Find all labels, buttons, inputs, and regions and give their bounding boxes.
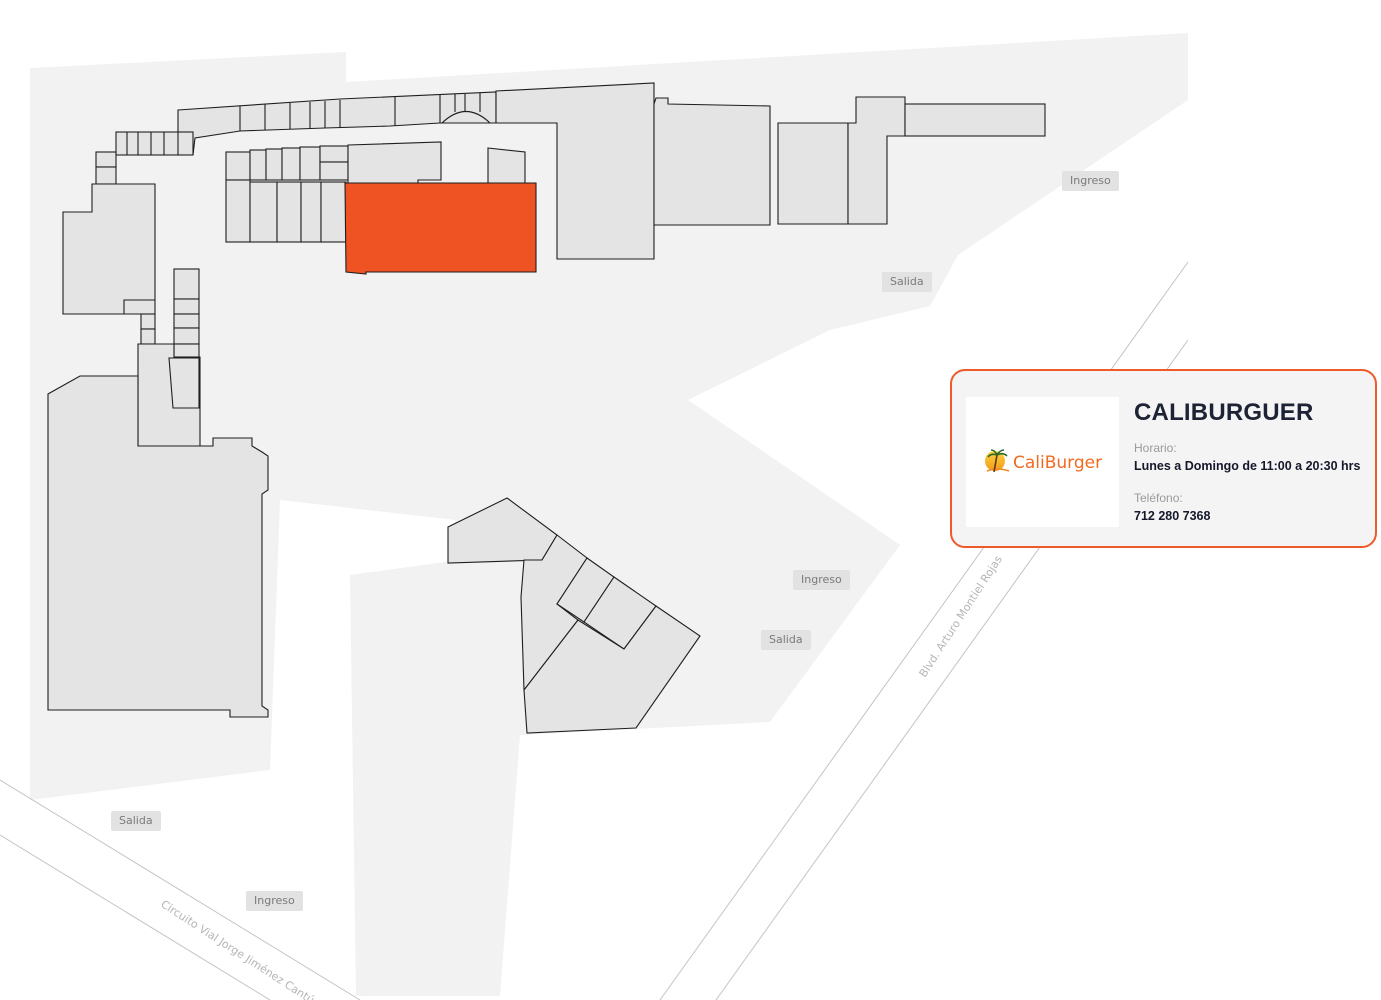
building-anchor-center[interactable]: [495, 82, 655, 260]
hours-value: Lunes a Domingo de 11:00 a 20:30 hrs: [1134, 459, 1361, 473]
building-anchor-right2[interactable]: [777, 122, 849, 225]
store-logo-text: CaliBurger: [1013, 453, 1102, 473]
building-kiosk[interactable]: [95, 151, 117, 168]
hours-label: Horario:: [1134, 441, 1177, 455]
phone-value[interactable]: 712 280 7368: [1134, 509, 1211, 523]
tag-salida-1: Salida: [882, 272, 932, 292]
selected-store-caliburguer[interactable]: [344, 182, 537, 275]
tag-ingreso-3: Ingreso: [246, 891, 303, 911]
building-left-block[interactable]: [62, 183, 156, 315]
palm-sunset-icon: CaliBurger: [984, 449, 1102, 473]
road-label-blvd: Blvd. Arturo Montiel Rojas: [917, 553, 1006, 680]
tag-ingreso-1: Ingreso: [1062, 171, 1119, 191]
tag-salida-3: Salida: [111, 811, 161, 831]
building-far-right[interactable]: [904, 103, 1046, 137]
store-info-card[interactable]: CaliBurger CALIBURGUER Horario: Lunes a …: [950, 369, 1377, 548]
building-small-shops[interactable]: [115, 131, 194, 156]
phone-label: Teléfono:: [1134, 491, 1183, 505]
building-anchor-right1[interactable]: [653, 97, 771, 226]
building-anchor-left[interactable]: [47, 375, 269, 718]
store-name: CALIBURGUER: [1134, 399, 1314, 426]
tag-salida-2: Salida: [761, 630, 811, 650]
tag-ingreso-2: Ingreso: [793, 570, 850, 590]
road-label-circuito: Circuito Vial Jorge Jiménez Cantú: [158, 898, 316, 1000]
store-logo: CaliBurger: [966, 397, 1119, 527]
